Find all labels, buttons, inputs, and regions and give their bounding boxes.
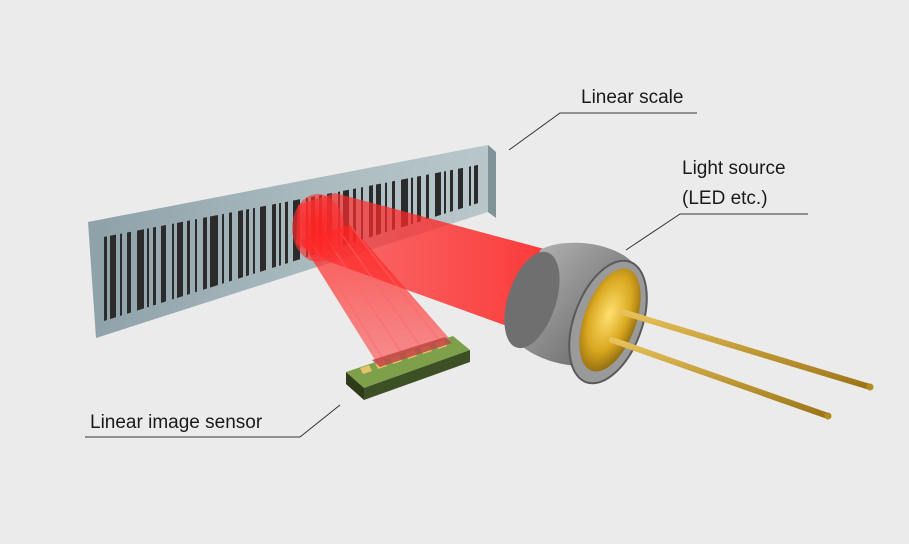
scale-stripe <box>147 228 149 308</box>
scale-stripe <box>120 233 122 316</box>
incident-light-beam <box>296 193 548 330</box>
scale-stripe <box>104 236 107 321</box>
scale-stripe <box>426 174 429 220</box>
scale-stripe <box>444 171 446 214</box>
scale-stripe <box>450 169 453 212</box>
scale-stripe <box>238 210 243 279</box>
illuminated-spot <box>292 194 344 262</box>
scale-stripe <box>187 220 190 295</box>
scale-stripe <box>203 217 207 290</box>
scale-stripe <box>161 224 166 304</box>
leader-line-light-source <box>625 213 808 251</box>
sensor-pad <box>360 365 372 374</box>
scale-stripe <box>469 166 471 206</box>
scale-stripe <box>153 226 156 306</box>
scale-stripe <box>272 203 276 269</box>
scale-stripe <box>222 213 224 284</box>
scale-stripe <box>253 207 255 275</box>
scale-stripe <box>411 177 413 225</box>
scale-stripe <box>417 175 421 223</box>
label-linear-scale: Linear scale <box>581 87 684 108</box>
scale-stripe <box>177 221 183 298</box>
scale-stripe <box>474 164 478 205</box>
scale-stripe <box>246 209 249 277</box>
label-linear-image-sensor: Linear image sensor <box>90 412 263 433</box>
scale-stripe <box>172 223 174 300</box>
scale-stripe <box>279 202 281 266</box>
label-light-source-detail: (LED etc.) <box>682 188 768 209</box>
label-light-source: Light source <box>682 158 786 179</box>
scale-stripe <box>229 212 232 282</box>
scale-stripe <box>435 172 441 217</box>
reflected-light-beam <box>300 225 455 368</box>
scale-stripe <box>285 201 288 264</box>
scale-stripe <box>458 167 463 210</box>
scale-stripe <box>210 214 218 288</box>
scale-stripe <box>110 234 116 320</box>
leader-line-sensor <box>85 404 341 438</box>
linear-scale <box>88 145 496 338</box>
linear-image-sensor <box>346 336 470 400</box>
scale-stripe <box>137 229 144 311</box>
scale-stripe <box>195 219 197 293</box>
scale-stripe <box>260 205 266 272</box>
leader-line-linear-scale <box>508 112 697 151</box>
leader-lines <box>85 112 808 438</box>
light-source-led <box>504 242 874 420</box>
scale-stripe <box>127 231 131 314</box>
